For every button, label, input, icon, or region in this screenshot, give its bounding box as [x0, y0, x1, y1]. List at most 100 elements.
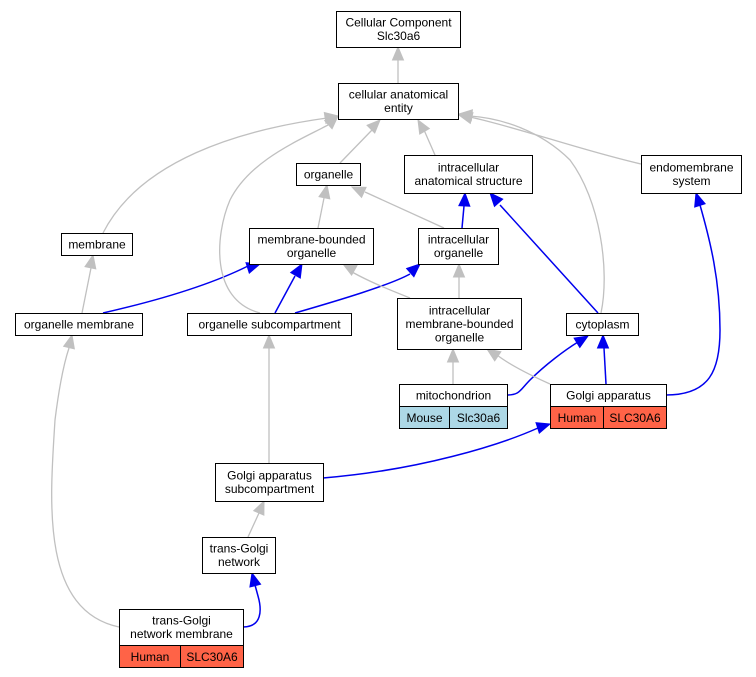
edge-layer [51, 45, 721, 628]
arrowhead-icon [535, 422, 552, 434]
edge-imbo-to-io [452, 262, 466, 298]
node-label-line: organelle [304, 167, 354, 181]
node-label-line: organelle [287, 246, 337, 260]
edge-imbo-to-mbo [341, 263, 411, 299]
arrowhead-icon [405, 263, 421, 278]
node-label-line: Golgi apparatus [566, 388, 651, 402]
gene-cell [180, 645, 244, 668]
arrowhead-icon [573, 335, 590, 349]
node-label-line: membrane [68, 237, 126, 251]
edge-ias-to-cae [417, 118, 436, 156]
node-label-line: network membrane [130, 627, 233, 641]
arrowhead-icon [62, 333, 75, 350]
node-box [249, 228, 374, 265]
node-box [404, 155, 533, 194]
node-box [187, 313, 352, 336]
arrowhead-icon [694, 191, 706, 208]
edge-organelle-to-cae [339, 119, 381, 164]
node-box [641, 155, 742, 194]
node-label-line: intracellular [428, 233, 489, 247]
node-label-line: organelle [434, 246, 484, 260]
node-label-line: entity [384, 101, 413, 115]
node-label-line: organelle [435, 330, 485, 344]
edge-golgi-to-cytoplasm [596, 333, 610, 385]
gene-label: Slc30a6 [457, 411, 501, 425]
edge-gasub-to-orgsub [262, 333, 276, 463]
edge-tgnm-to-orgmem [51, 333, 120, 628]
arrowhead-icon [262, 333, 276, 349]
node-box [338, 83, 459, 120]
edge-orgsub-to-cae [219, 115, 339, 314]
arrowhead-icon [84, 253, 97, 270]
node-label-line: trans-Golgi [210, 542, 269, 556]
edge-orgsub-to-mbo [274, 262, 303, 314]
arrowhead-icon [323, 115, 339, 130]
gene-label: SLC30A6 [186, 650, 238, 664]
edge-tgn-to-gasub [247, 499, 265, 538]
node-label-line: endomembrane [649, 161, 733, 175]
species-label: Human [131, 650, 170, 664]
arrowhead-icon [318, 183, 331, 200]
edge-gasub-to-golgi [322, 422, 552, 479]
edge-mbo-to-organelle [317, 183, 331, 229]
arrowhead-icon [417, 118, 431, 135]
gene-cell [603, 406, 667, 429]
node-label-line: subcompartment [225, 482, 315, 496]
node-box [202, 537, 276, 574]
node-label-line: Golgi apparatus [227, 469, 312, 483]
node-organelle-membrane[interactable]: organelle membrane [15, 313, 143, 336]
node-box [119, 609, 244, 646]
arrowhead-icon [289, 262, 303, 279]
edge-cytoplasm-to-cae [457, 109, 605, 314]
node-label-line: organelle membrane [24, 317, 134, 331]
arrowhead-icon [350, 186, 367, 199]
node-box [215, 463, 324, 502]
arrowhead-icon [452, 262, 466, 278]
edge-mito-to-cytoplasm [506, 335, 590, 396]
node-box [418, 228, 499, 265]
node-cytoplasm[interactable]: cytoplasm [566, 313, 639, 336]
arrowhead-icon [249, 571, 262, 588]
edge-tgnm-to-tgn [242, 571, 262, 628]
edge-io-to-ias [458, 191, 471, 229]
edge-orgsub-to-io [294, 263, 421, 314]
node-box [566, 313, 639, 336]
node-label-line: system [672, 174, 710, 188]
edge-cytoplasm-to-ias [489, 192, 599, 314]
edge-cae-to-root [391, 45, 405, 83]
edge-orgmem-to-membrane [81, 253, 97, 314]
node-label-line: Slc30a6 [377, 29, 421, 43]
arrowhead-icon [596, 333, 610, 349]
edge-mito-to-imbo [446, 347, 460, 384]
gene-label: SLC30A6 [609, 411, 661, 425]
edge-io-to-organelle [350, 186, 445, 229]
node-label-line: membrane-bounded [405, 317, 513, 331]
node-organelle[interactable]: organelle [296, 163, 361, 186]
species-label: Mouse [406, 411, 442, 425]
node-label-line: organelle subcompartment [198, 317, 341, 331]
edge-orgmem-to-mbo [102, 262, 262, 314]
arrowhead-icon [252, 499, 265, 516]
node-membrane[interactable]: membrane [61, 233, 133, 256]
node-label-line: Cellular Component [345, 16, 452, 30]
arrowhead-icon [489, 192, 504, 208]
node-box [397, 298, 522, 350]
node-box [336, 11, 461, 48]
node-organelle-subcompartment[interactable]: organelle subcompartment [187, 313, 352, 336]
edge-golgi-to-endomembrane [665, 191, 721, 396]
node-label-line: membrane-bounded [257, 233, 365, 247]
arrowhead-icon [391, 45, 405, 61]
